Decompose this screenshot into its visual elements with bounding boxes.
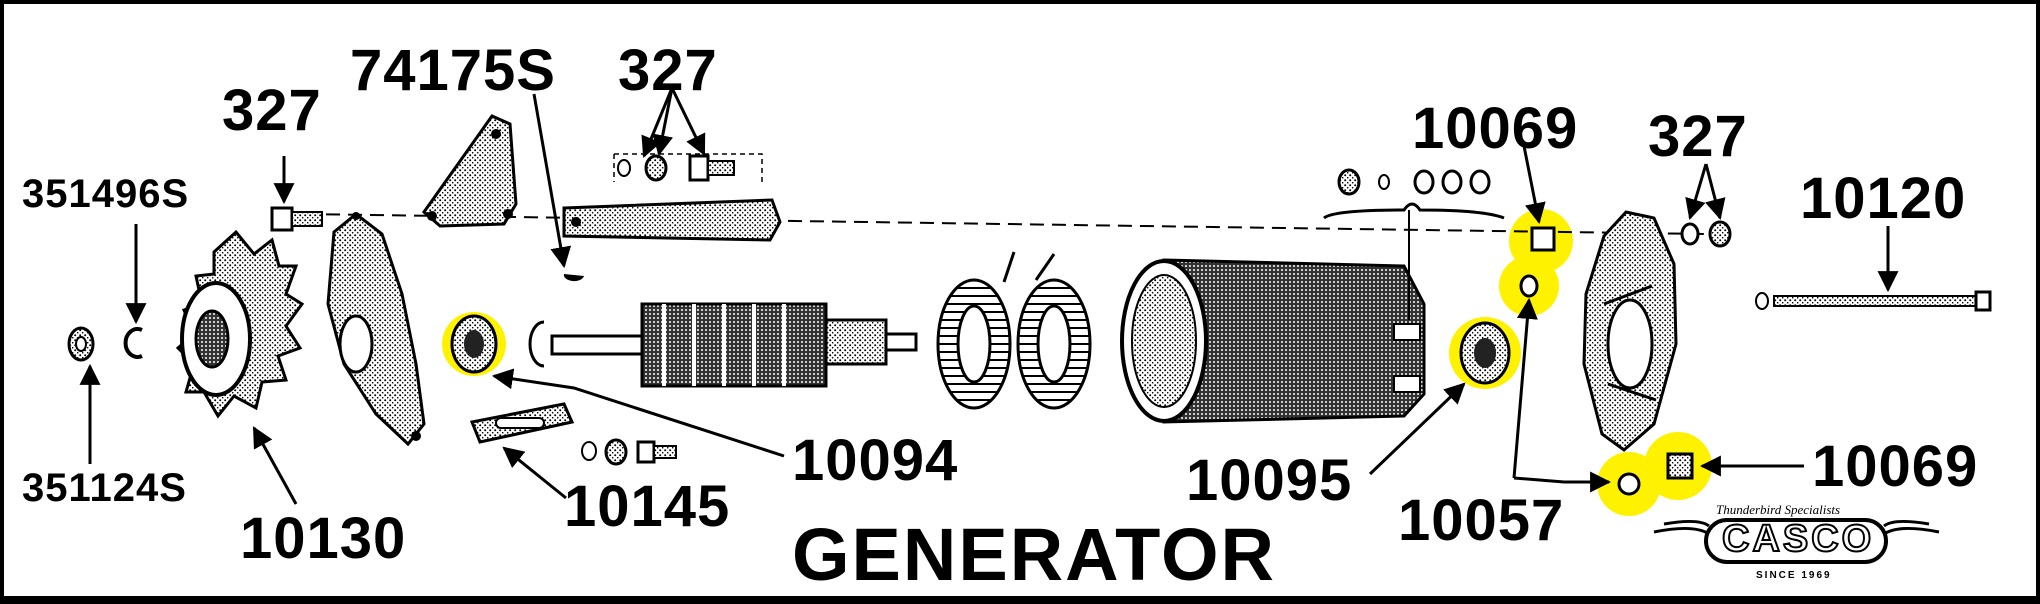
- adjusting-arm: [562, 198, 782, 242]
- label-74175S: 74175S: [350, 38, 556, 103]
- generator-diagram: 327 74175S 327 351496S 351124S 10130 101…: [4, 4, 2036, 596]
- bracket-74175S: [421, 114, 518, 228]
- axis-dashed-line: [303, 213, 1705, 235]
- bracket-10145: [469, 402, 575, 444]
- label-10057: 10057: [1398, 488, 1565, 553]
- hardware-10145: [581, 438, 677, 466]
- field-coils: [936, 251, 1092, 410]
- label-10069-top: 10069: [1412, 96, 1579, 161]
- label-351496S: 351496S: [22, 172, 190, 216]
- label-10095: 10095: [1186, 448, 1353, 513]
- label-351124S: 351124S: [22, 466, 187, 510]
- hardware-327-top: [613, 153, 763, 182]
- logo-tagline: Thunderbird Specialists: [1716, 502, 1841, 517]
- label-10130: 10130: [240, 506, 407, 571]
- diagram-title: GENERATOR: [792, 513, 1276, 596]
- exploded-view-art: [67, 87, 1992, 564]
- label-10069-bottom: 10069: [1812, 434, 1979, 499]
- armature: [550, 302, 918, 388]
- logo-since: SINCE 1969: [1756, 570, 1832, 581]
- logo-name: CASCO: [1721, 517, 1875, 561]
- casco-logo-wings: [1653, 518, 1940, 564]
- label-10145: 10145: [564, 474, 731, 539]
- terminal-hardware: [1323, 168, 1505, 320]
- label-327-c: 327: [1648, 104, 1748, 169]
- leader-lines: [79, 87, 1899, 505]
- commutator-end-plate: [1582, 210, 1678, 452]
- washer-10057: [1617, 472, 1641, 496]
- label-10094: 10094: [792, 428, 959, 493]
- through-bolt-10120: [1755, 290, 1992, 312]
- bolt-327-left: [270, 206, 323, 232]
- nuts-327-right: [1680, 220, 1732, 248]
- pulley-fan-10130: [175, 229, 305, 419]
- label-327-a: 327: [222, 78, 322, 143]
- bearing-10094: [450, 314, 498, 374]
- woodruff-key: [563, 274, 584, 282]
- nut-351124S: [67, 326, 95, 362]
- snap-ring: [528, 320, 545, 368]
- label-10120: 10120: [1800, 166, 1967, 231]
- brush-10069-bottom: [1666, 452, 1694, 480]
- clip-351496S: [123, 327, 143, 359]
- brush-10069-top: [1519, 226, 1556, 298]
- drive-end-plate: [326, 212, 426, 447]
- label-327-b: 327: [618, 38, 718, 103]
- generator-frame: [1120, 258, 1426, 424]
- bearing-10095: [1459, 321, 1511, 385]
